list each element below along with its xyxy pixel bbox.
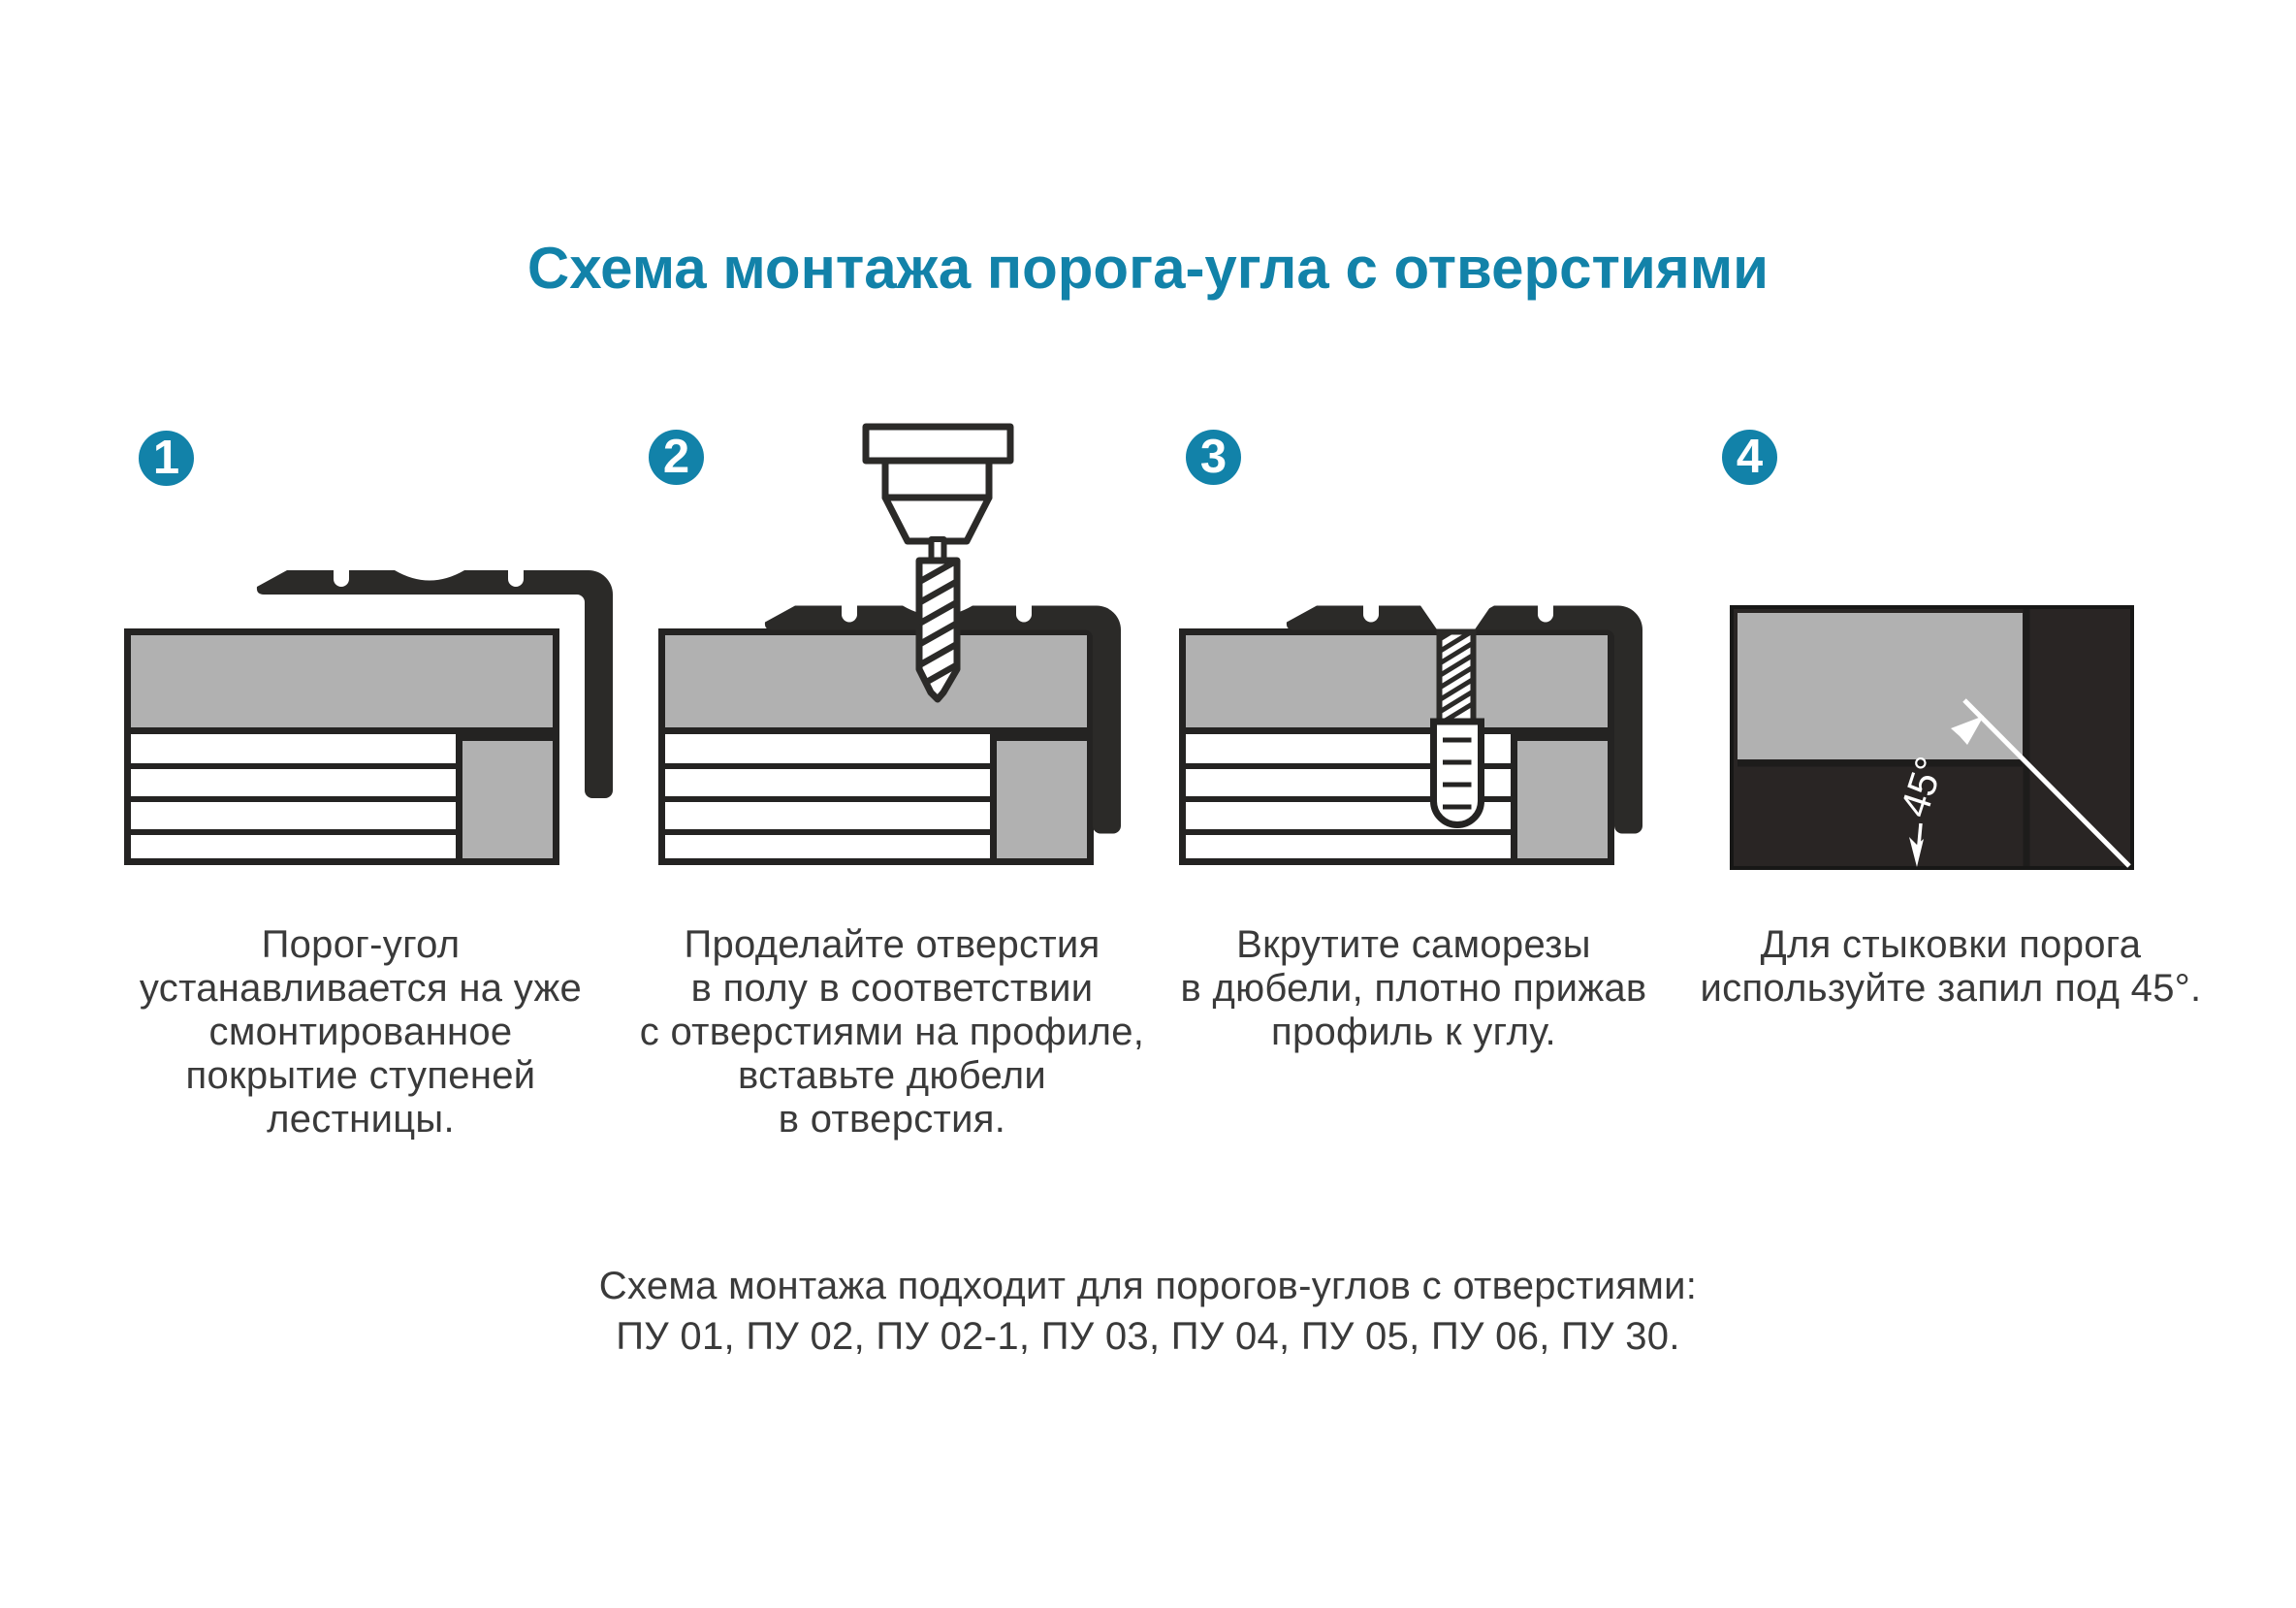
stair-cross-section-icon (662, 632, 1091, 862)
stair-cross-section-icon (128, 632, 557, 862)
screw-icon (1418, 601, 1494, 724)
step-1-caption: Порог-угол устанавливается на уже смонти… (139, 923, 583, 1141)
step-3-badge: 3 (1186, 430, 1241, 485)
step-1-illustration (128, 570, 613, 862)
angle-arrow-up-icon (1951, 716, 1984, 745)
angle-arrow-down-icon (1909, 822, 1924, 867)
stair-cross-section-icon (1183, 632, 1611, 862)
step-4-badge: 4 (1722, 430, 1777, 485)
step-2-badge: 2 (649, 430, 704, 485)
miter-cut-line (1962, 698, 2131, 868)
step-4-caption: Для стыковки порога используйте запил по… (1700, 923, 2202, 1010)
step-2-illustration (662, 423, 1121, 862)
dowel-icon (1430, 718, 1484, 828)
step-3-caption: Вкрутите саморезы в дюбели, плотно прижа… (1180, 923, 1647, 1053)
page-title: Схема монтажа порога-угла с отверстиями (526, 236, 1770, 301)
drill-icon (862, 423, 1014, 703)
step-2-caption: Проделайте отверстия в полу в соответств… (639, 923, 1145, 1141)
step-1-badge: 1 (139, 431, 194, 486)
compatibility-note: Схема монтажа подходит для порогов-углов… (598, 1265, 1698, 1358)
step-4-illustration: 45° (1730, 605, 2134, 870)
profile-top-surface (1738, 613, 2023, 759)
step-3-illustration (1183, 601, 1642, 862)
